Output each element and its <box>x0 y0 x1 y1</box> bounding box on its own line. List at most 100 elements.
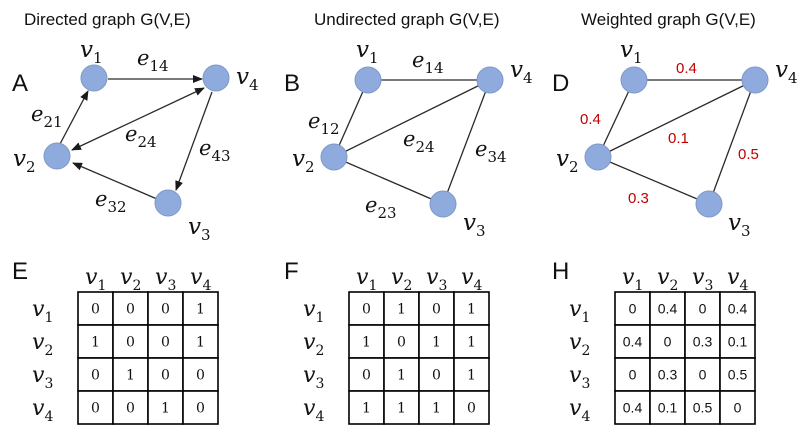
matrix-cell-value: 1 <box>397 368 406 384</box>
edge-label-e34: e34 <box>475 137 507 166</box>
node-v4 <box>741 66 769 94</box>
matrix-cell <box>684 390 721 425</box>
edge-e24 <box>333 79 491 158</box>
row-header-v3: v3 <box>32 363 53 392</box>
edge-label-e43: e43 <box>199 136 231 165</box>
edge-label-e14: e14 <box>412 48 444 77</box>
weighted-graph: v1 v2 v3 v4 0.4 0.4 0.1 0.5 0.3 <box>556 37 798 240</box>
matrix-cell-value: 0.4 <box>623 334 643 350</box>
matrix-cell-value: 0 <box>126 335 135 351</box>
vertex-label-v1: v1 <box>80 37 103 67</box>
matrix-cell <box>182 291 219 326</box>
edge-label-e21: e21 <box>31 102 63 131</box>
row-header-v2: v2 <box>32 330 53 359</box>
row-header-v2: v2 <box>569 330 590 359</box>
edge-w24 <box>597 79 756 158</box>
matrix-cell-value: 0 <box>397 335 406 351</box>
matrix-cell-value: 0 <box>161 335 170 351</box>
matrix-cell <box>147 324 184 359</box>
vertex-label-v2: v2 <box>292 146 315 176</box>
matrix-cell-value: 0 <box>196 368 205 384</box>
edge-e21 <box>59 90 89 145</box>
column-header-v2: v2 <box>391 265 412 294</box>
row-header-v1: v1 <box>569 297 590 326</box>
column-header-v2: v2 <box>120 265 141 294</box>
title-weighted: Weighted graph G(V,E) <box>581 10 756 29</box>
matrix-cell-value: 0 <box>664 334 672 350</box>
matrix-cell-value: 0 <box>362 302 371 318</box>
matrix-cell-value: 1 <box>91 335 100 351</box>
matrix-cell <box>112 324 149 359</box>
matrix-cell <box>182 390 219 425</box>
undirected-graph: v1 v2 v3 v4 e12 e14 e24 e34 e23 <box>292 37 533 240</box>
matrix-cell <box>383 390 420 425</box>
vertex-label-v3: v3 <box>188 214 211 244</box>
matrix-cell <box>182 324 219 359</box>
matrix-cell <box>453 357 490 392</box>
column-header-v4: v4 <box>727 265 748 294</box>
row-header-v4: v4 <box>32 396 53 425</box>
edge-w23 <box>597 156 710 205</box>
vertex-label-v4: v4 <box>775 57 798 87</box>
matrix-cell <box>453 390 490 425</box>
edge-label-e12: e12 <box>308 109 340 138</box>
matrix-cell-value: 1 <box>126 368 135 384</box>
matrix-cell <box>418 324 455 359</box>
matrix-cell-value: 1 <box>161 401 170 417</box>
row-header-v2: v2 <box>303 330 324 359</box>
edge-w12 <box>597 79 635 158</box>
node-v2 <box>584 143 612 171</box>
edge-e43 <box>175 91 213 191</box>
matrix-cell-value: 1 <box>196 335 205 351</box>
matrix-cell-value: 0 <box>126 401 135 417</box>
matrix-cell <box>418 390 455 425</box>
matrix-cell <box>383 324 420 359</box>
matrix-cell-value: 0.3 <box>693 334 713 350</box>
matrix-cell-value: 1 <box>432 335 441 351</box>
column-header-v3: v3 <box>155 265 176 294</box>
vertex-label-v4: v4 <box>236 64 259 94</box>
edge-label-e23: e23 <box>365 193 397 222</box>
matrix-cell <box>77 390 114 425</box>
directed-graph: v1 v2 v3 v4 e14 e21 e24 e43 e32 <box>13 37 259 244</box>
panel-label-h: H <box>552 258 569 285</box>
matrix-cell-value: 0 <box>432 368 441 384</box>
column-header-v3: v3 <box>692 265 713 294</box>
matrix-cell-value: 1 <box>397 401 406 417</box>
row-header-v3: v3 <box>303 363 324 392</box>
matrix-cell <box>147 357 184 392</box>
edge-e32 <box>72 162 158 200</box>
matrix-cell-value: 0 <box>126 302 135 318</box>
row-header-v1: v1 <box>32 297 53 326</box>
edge-e12 <box>333 79 369 158</box>
matrix-cell <box>649 357 686 392</box>
vertex-label-v1: v1 <box>620 37 643 67</box>
title-directed: Directed graph G(V,E) <box>24 10 191 29</box>
edge-label-e24: e24 <box>403 127 435 156</box>
matrix-cell <box>418 357 455 392</box>
node-v1 <box>80 64 108 92</box>
weight-label-v2-v4: 0.1 <box>668 130 689 147</box>
vertex-label-v2: v2 <box>13 146 36 176</box>
weight-label-v1-v2: 0.4 <box>580 111 601 128</box>
matrix-cell-value: 0.5 <box>728 367 748 383</box>
column-header-v1: v1 <box>85 265 106 294</box>
vertex-label-v1: v1 <box>356 37 379 67</box>
matrix-cell-value: 1 <box>196 302 205 318</box>
node-v1 <box>620 66 648 94</box>
matrix-cell <box>453 324 490 359</box>
matrix-cell-value: 0.5 <box>693 400 713 416</box>
vertex-label-v3: v3 <box>728 210 751 240</box>
matrix-cell-value: 0 <box>91 302 100 318</box>
row-header-v4: v4 <box>303 396 324 425</box>
column-header-v4: v4 <box>190 265 211 294</box>
matrix-cell-value: 0.4 <box>728 301 748 317</box>
matrix-cell <box>614 324 651 359</box>
matrix-cell-value: 0 <box>699 301 707 317</box>
node-v4 <box>476 66 504 94</box>
node-v3 <box>154 189 182 217</box>
matrix-cell-value: 0 <box>467 401 476 417</box>
node-v2 <box>320 143 348 171</box>
matrix-cell <box>348 324 385 359</box>
